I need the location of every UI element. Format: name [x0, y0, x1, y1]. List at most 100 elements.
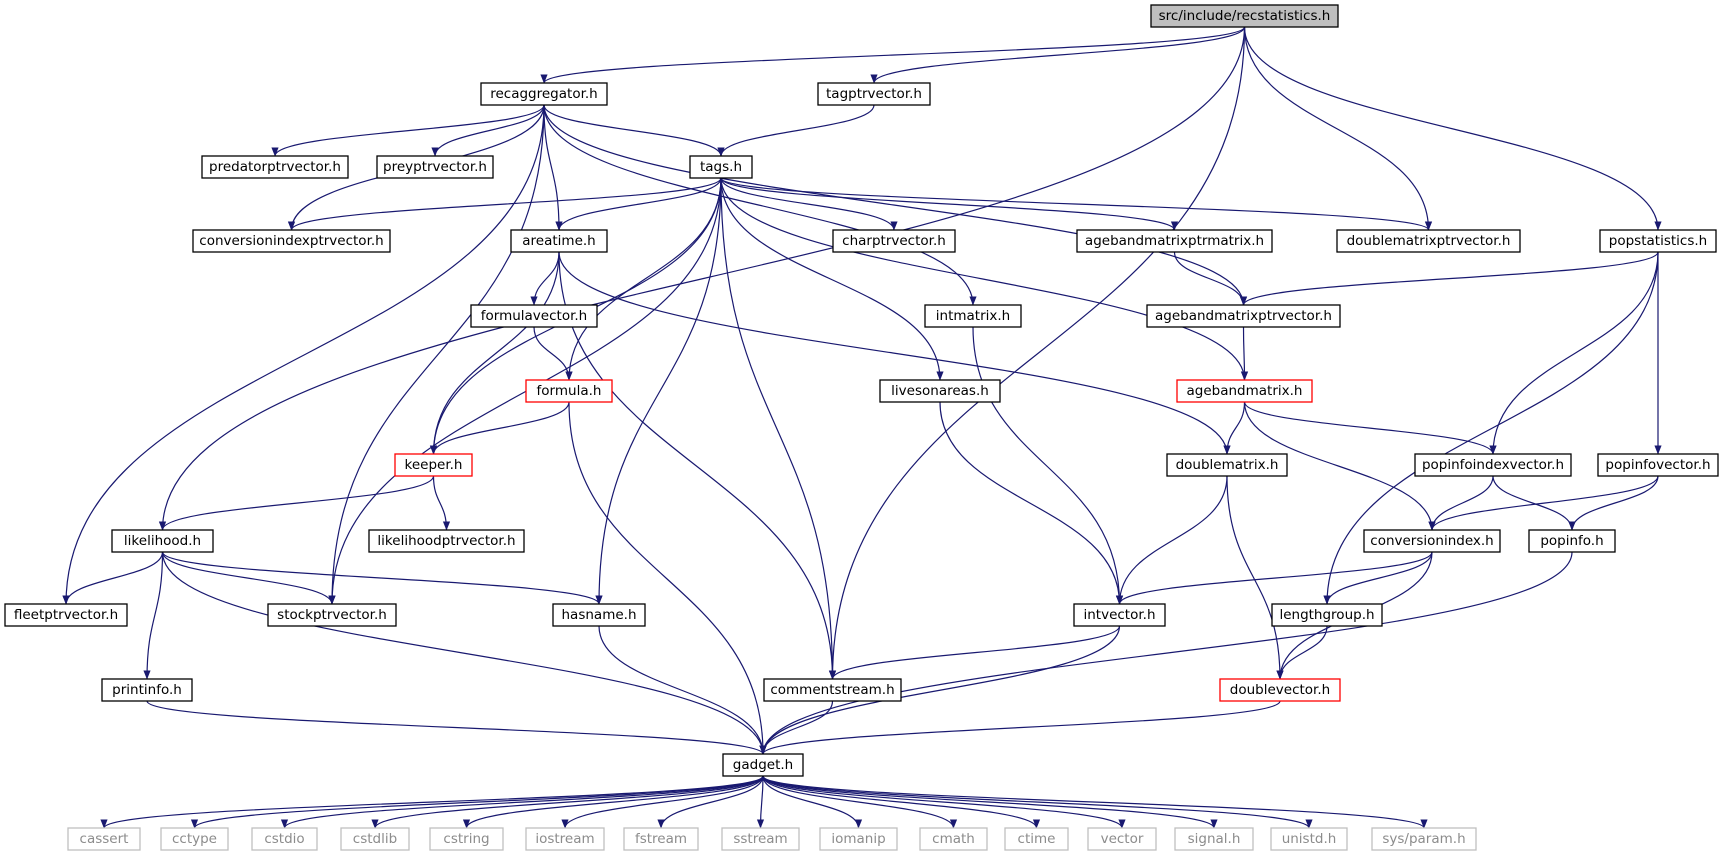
node-fstream[interactable]: fstream [623, 827, 699, 851]
node-label: cmath [932, 831, 975, 847]
node-label: sstream [733, 831, 787, 847]
edge-gadget-to-iomanip [762, 775, 863, 829]
node-conversionindex[interactable]: conversionindex.h [1363, 529, 1501, 553]
node-cmath[interactable]: cmath [919, 827, 988, 851]
node-box [192, 229, 391, 253]
node-label: cstdlib [353, 831, 397, 847]
node-popinfoindexvector[interactable]: popinfoindexvector.h [1414, 453, 1572, 477]
node-formulavector[interactable]: formulavector.h [470, 304, 598, 328]
node-label: livesonareas.h [891, 383, 989, 399]
edge-areatime-to-doublematrix [558, 251, 1231, 455]
node-fleetptrvector[interactable]: fleetptrvector.h [4, 603, 128, 627]
node-box [721, 827, 800, 851]
node-box [251, 827, 318, 851]
node-conversionindexptrvector[interactable]: conversionindexptrvector.h [192, 229, 391, 253]
edge-keeper-to-likelihood [158, 475, 435, 531]
node-popstatistics[interactable]: popstatistics.h [1599, 229, 1717, 253]
node-label: doublevector.h [1230, 682, 1330, 698]
node-label: keeper.h [405, 457, 463, 473]
node-cstdlib[interactable]: cstdlib [340, 827, 410, 851]
node-ctime[interactable]: ctime [1004, 827, 1069, 851]
node-box [470, 304, 598, 328]
node-box [689, 155, 753, 179]
node-label: conversionindex.h [1370, 533, 1493, 549]
node-box [1270, 827, 1348, 851]
node-recaggregator[interactable]: recaggregator.h [480, 82, 608, 106]
edge-tagptrvector-to-tags [717, 104, 875, 157]
edge-commentstream-to-gadget [759, 700, 834, 755]
node-label: formula.h [537, 383, 602, 399]
node-sstream[interactable]: sstream [721, 827, 800, 851]
node-tagptrvector[interactable]: tagptrvector.h [817, 82, 931, 106]
node-label: commentstream.h [770, 682, 894, 698]
node-hasname[interactable]: hasname.h [552, 603, 646, 627]
node-cstdio[interactable]: cstdio [251, 827, 318, 851]
node-stockptrvector[interactable]: stockptrvector.h [267, 603, 397, 627]
node-doublevector[interactable]: doublevector.h [1219, 678, 1341, 702]
node-gadget[interactable]: gadget.h [722, 753, 804, 777]
node-box [1528, 529, 1616, 553]
node-box [1166, 453, 1288, 477]
node-box [763, 678, 902, 702]
node-popinfo[interactable]: popinfo.h [1528, 529, 1616, 553]
node-popinfovector[interactable]: popinfovector.h [1597, 453, 1719, 477]
node-preyptrvector[interactable]: preyptrvector.h [376, 155, 494, 179]
node-livesonareas[interactable]: livesonareas.h [879, 379, 1001, 403]
node-label: fstream [635, 831, 687, 847]
node-formula[interactable]: formula.h [525, 379, 613, 403]
node-predatorptrvector[interactable]: predatorptrvector.h [201, 155, 349, 179]
node-tags[interactable]: tags.h [689, 155, 753, 179]
edge-recaggregator-to-stockptrvector [328, 104, 545, 605]
node-keeper[interactable]: keeper.h [394, 453, 473, 477]
node-cctype[interactable]: cctype [160, 827, 229, 851]
node-sysparam[interactable]: sys/param.h [1371, 827, 1477, 851]
node-box [722, 753, 804, 777]
node-charptrvector[interactable]: charptrvector.h [832, 229, 956, 253]
node-likelihood[interactable]: likelihood.h [111, 529, 214, 553]
node-intmatrix[interactable]: intmatrix.h [924, 304, 1022, 328]
node-lengthgroup[interactable]: lengthgroup.h [1271, 603, 1383, 627]
edge-gadget-to-iostream [561, 775, 764, 829]
edge-likelihood-to-printinfo [143, 551, 164, 680]
edge-tags-to-agebandmatrix [720, 177, 1249, 381]
node-doublematrix[interactable]: doublematrix.h [1166, 453, 1288, 477]
edge-gadget-to-sysparam [762, 775, 1428, 829]
node-label: doublematrix.h [1176, 457, 1279, 473]
node-agebandmatrixptrvector[interactable]: agebandmatrixptrvector.h [1146, 304, 1341, 328]
node-areatime[interactable]: areatime.h [510, 229, 608, 253]
node-cassert[interactable]: cassert [67, 827, 141, 851]
node-label: popstatistics.h [1609, 233, 1707, 249]
node-agebandmatrix[interactable]: agebandmatrix.h [1176, 379, 1313, 403]
node-label: unistd.h [1282, 831, 1337, 847]
edge-root-to-recaggregator [540, 26, 1246, 84]
node-label: cassert [80, 831, 129, 847]
edge-popstatistics-to-lengthgroup [1323, 251, 1659, 605]
node-unistd[interactable]: unistd.h [1270, 827, 1348, 851]
node-box [510, 229, 608, 253]
node-signal[interactable]: signal.h [1174, 827, 1254, 851]
edge-root-to-commentstream [828, 26, 1246, 680]
edge-recaggregator-to-agebandmatrixptrvector [543, 104, 1248, 306]
node-iostream[interactable]: iostream [525, 827, 605, 851]
node-intvector[interactable]: intvector.h [1073, 603, 1166, 627]
node-box [1371, 827, 1477, 851]
node-box [819, 827, 898, 851]
node-label: agebandmatrix.h [1187, 383, 1303, 399]
edge-gadget-to-cctype [191, 775, 764, 829]
node-iomanip[interactable]: iomanip [819, 827, 898, 851]
node-likelihoodptrvector[interactable]: likelihoodptrvector.h [368, 529, 525, 553]
node-label: vector [1101, 831, 1144, 847]
node-box [429, 827, 504, 851]
node-printinfo[interactable]: printinfo.h [101, 678, 193, 702]
node-vector[interactable]: vector [1087, 827, 1157, 851]
node-cstring[interactable]: cstring [429, 827, 504, 851]
node-agebandmatrixptrmatrix[interactable]: agebandmatrixptrmatrix.h [1076, 229, 1273, 253]
node-doublematrixptrvector[interactable]: doublematrixptrvector.h [1336, 229, 1521, 253]
edge-root-to-doublematrixptrvector [1243, 26, 1433, 231]
node-label: popinfovector.h [1605, 457, 1710, 473]
edge-likelihood-to-stockptrvector [161, 551, 336, 605]
edge-popinfoindexvector-to-popinfo [1492, 475, 1576, 531]
node-box [1174, 827, 1254, 851]
node-commentstream[interactable]: commentstream.h [763, 678, 902, 702]
node-root[interactable]: src/include/recstatistics.h [1150, 4, 1339, 28]
